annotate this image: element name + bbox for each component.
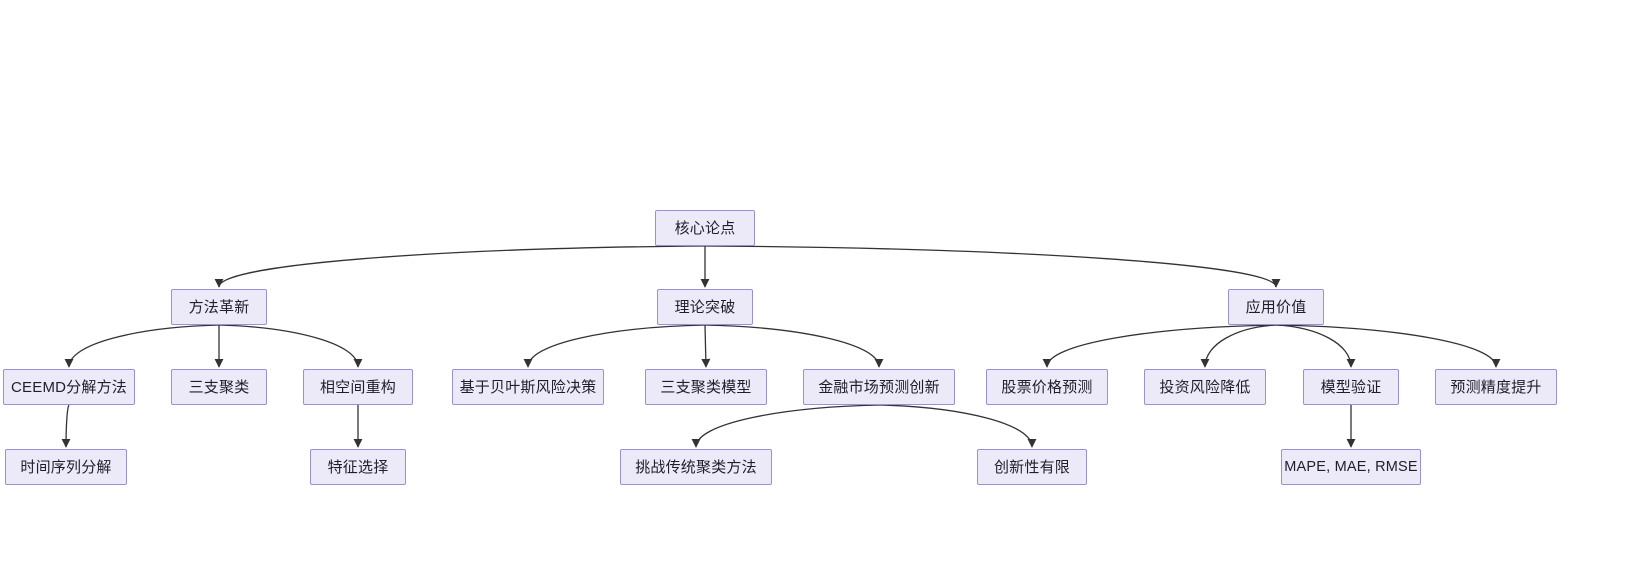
node-label: 金融市场预测创新 <box>818 378 940 396</box>
node-label: 挑战传统聚类方法 <box>635 458 757 476</box>
node-l2a3[interactable]: 相空间重构 <box>303 369 413 405</box>
node-label: 基于贝叶斯风险决策 <box>459 378 597 396</box>
node-l1a[interactable]: 方法革新 <box>171 289 267 325</box>
node-l2a2[interactable]: 三支聚类 <box>171 369 267 405</box>
node-l2b3[interactable]: 金融市场预测创新 <box>803 369 955 405</box>
node-l2b2[interactable]: 三支聚类模型 <box>645 369 767 405</box>
edge-l1c-to-l2c2 <box>1200 324 1277 368</box>
edge-l1a-to-l2a3 <box>218 324 363 368</box>
node-label: 特征选择 <box>327 458 389 476</box>
node-label: 应用价值 <box>1245 298 1307 316</box>
edge-l1c-to-l2c4 <box>1275 324 1501 368</box>
node-label: 理论突破 <box>674 298 736 316</box>
node-label: 核心论点 <box>674 219 736 237</box>
edge-root-to-l1a <box>214 245 706 288</box>
node-label: 三支聚类 <box>188 378 250 396</box>
node-l2c1[interactable]: 股票价格预测 <box>986 369 1108 405</box>
node-label: 时间序列分解 <box>20 458 112 476</box>
node-label: 创新性有限 <box>993 458 1070 476</box>
edge-l2a1-to-l3a1 <box>61 404 71 448</box>
node-label: 预测精度提升 <box>1450 378 1542 396</box>
node-l2b1[interactable]: 基于贝叶斯风险决策 <box>452 369 604 405</box>
node-l3b3a[interactable]: 挑战传统聚类方法 <box>620 449 772 485</box>
node-l1c[interactable]: 应用价值 <box>1228 289 1324 325</box>
node-label: 投资风险降低 <box>1159 378 1251 396</box>
node-root[interactable]: 核心论点 <box>655 210 755 246</box>
node-label: 三支聚类模型 <box>660 378 752 396</box>
edge-l1b-to-l2b2 <box>701 324 711 368</box>
node-label: 方法革新 <box>188 298 250 316</box>
node-l1b[interactable]: 理论突破 <box>657 289 753 325</box>
edge-l1b-to-l2b3 <box>704 324 884 368</box>
edge-l1b-to-l2b1 <box>523 324 706 368</box>
node-l2c4[interactable]: 预测精度提升 <box>1435 369 1557 405</box>
node-label: 相空间重构 <box>319 378 396 396</box>
node-l3a3[interactable]: 特征选择 <box>310 449 406 485</box>
node-l3b3b[interactable]: 创新性有限 <box>977 449 1087 485</box>
node-label: MAPE, MAE, RMSE <box>1284 458 1418 475</box>
node-l3c3[interactable]: MAPE, MAE, RMSE <box>1281 449 1421 485</box>
node-l2c2[interactable]: 投资风险降低 <box>1144 369 1266 405</box>
edge-l1c-to-l2c3 <box>1275 324 1356 368</box>
edge-root-to-l1c <box>704 245 1281 288</box>
node-label: CEEMD分解方法 <box>11 378 127 396</box>
edge-l2b3-to-l3b3a <box>691 404 880 448</box>
node-l2c3[interactable]: 模型验证 <box>1303 369 1399 405</box>
edge-l1c-to-l2c1 <box>1042 324 1277 368</box>
node-l2a1[interactable]: CEEMD分解方法 <box>3 369 135 405</box>
edge-l1a-to-l2a1 <box>64 324 220 368</box>
edge-l2b3-to-l3b3b <box>878 404 1037 448</box>
node-label: 股票价格预测 <box>1001 378 1093 396</box>
node-l3a1[interactable]: 时间序列分解 <box>5 449 127 485</box>
node-label: 模型验证 <box>1320 378 1382 396</box>
